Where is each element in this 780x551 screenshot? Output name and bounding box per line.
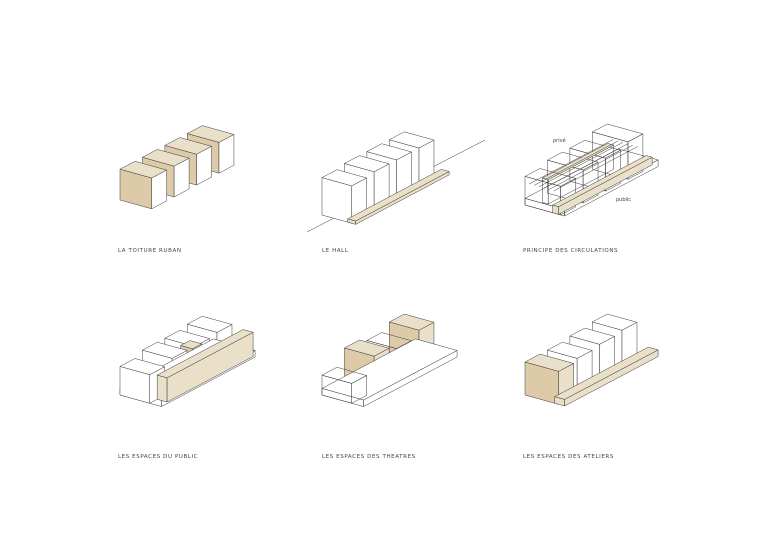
block-3-top-face [569, 327, 615, 345]
caption-principe-circulations: PRINCIPE DES CIRCULATIONS [523, 248, 619, 254]
public-foyer-top-face [180, 340, 203, 350]
block-3-top-face [366, 143, 412, 161]
diagram-espaces-public [119, 315, 256, 407]
block-2-top-face [142, 341, 188, 359]
diagram-circulations [524, 123, 659, 217]
circulation-line [533, 140, 619, 186]
public-space-top-face [156, 329, 254, 379]
block-1-top-face [321, 169, 367, 187]
theatre-3-top-face [389, 313, 435, 331]
circulation-line [528, 139, 614, 185]
circulation-line [538, 142, 624, 188]
tag-prive: privé [553, 138, 566, 144]
diagram-espaces-ateliers [524, 313, 659, 407]
hall-floor-top-face [347, 169, 450, 222]
atelier-block-top-face [524, 353, 574, 372]
diagram-espaces-theatres [321, 313, 458, 407]
caption-le-hall: LE HALL [322, 248, 349, 254]
circulation-line [553, 146, 638, 192]
block-1-top-face [119, 358, 165, 375]
theatre-1-top-face [344, 339, 390, 357]
block-4-top-face [389, 131, 435, 149]
circulation-line [543, 143, 629, 189]
caption-espaces-ateliers: LES ESPACES DES ATELIERS [523, 454, 614, 460]
roof-ribbon-4-top-face [187, 125, 235, 143]
caption-espaces-public: LES ESPACES DU PUBLIC [118, 454, 199, 460]
block-1-top-face [321, 367, 367, 384]
roof-ribbon-2-top-face [142, 149, 190, 167]
roof-ribbon-1-top-face [119, 161, 167, 179]
diagram-le-hall [306, 131, 486, 233]
block-4-top-face [592, 313, 638, 331]
circulation-line [548, 144, 634, 190]
public-space-side-face [156, 374, 168, 403]
roof-ribbon-3-top-face [164, 137, 212, 155]
base-top-face [321, 338, 458, 401]
atelier-strip-top-face [554, 346, 659, 400]
diagram-toiture-ruban [119, 125, 235, 210]
block-4-top-face [592, 123, 644, 143]
caption-toiture-ruban: LA TOITURE RUBAN [118, 248, 182, 254]
base-top-face [524, 148, 659, 210]
public-circulation-top-face [552, 155, 653, 207]
block-4-top-face [187, 315, 233, 333]
block-2-top-face [547, 341, 593, 359]
tag-public: public [616, 197, 632, 203]
caption-espaces-theatres: LES ESPACES DES THEATRES [322, 454, 416, 460]
block-2-top-face [344, 155, 390, 173]
block-1-top-face [524, 168, 576, 187]
